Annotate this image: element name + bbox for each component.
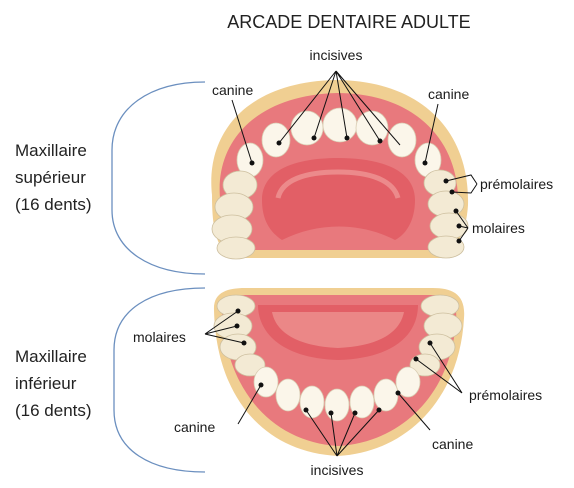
lower-canine-left-label: canine (174, 419, 215, 435)
lower-jaw: molaires canine incisives canine prémola… (133, 288, 542, 478)
upper-jaw: incisives canine canine prémolaires mola… (211, 47, 553, 259)
upper-brace (112, 82, 205, 274)
lower-brace (114, 288, 205, 472)
lower-premolars-label: prémolaires (469, 387, 542, 403)
lower-incisors-label: incisives (311, 462, 364, 478)
upper-premolars-label: prémolaires (480, 176, 553, 192)
lower-molars-label: molaires (133, 329, 186, 345)
lower-jaw-label: Maxillaire inférieur (16 dents) (15, 347, 92, 420)
upper-canine-left-label: canine (212, 82, 253, 98)
upper-canine-right-label: canine (428, 86, 469, 102)
diagram-title: ARCADE DENTAIRE ADULTE (227, 12, 470, 32)
upper-jaw-label: Maxillaire supérieur (16 dents) (15, 141, 92, 214)
upper-molars-label: molaires (472, 220, 525, 236)
upper-incisors-label: incisives (310, 47, 363, 63)
lower-canine-right-label: canine (432, 436, 473, 452)
